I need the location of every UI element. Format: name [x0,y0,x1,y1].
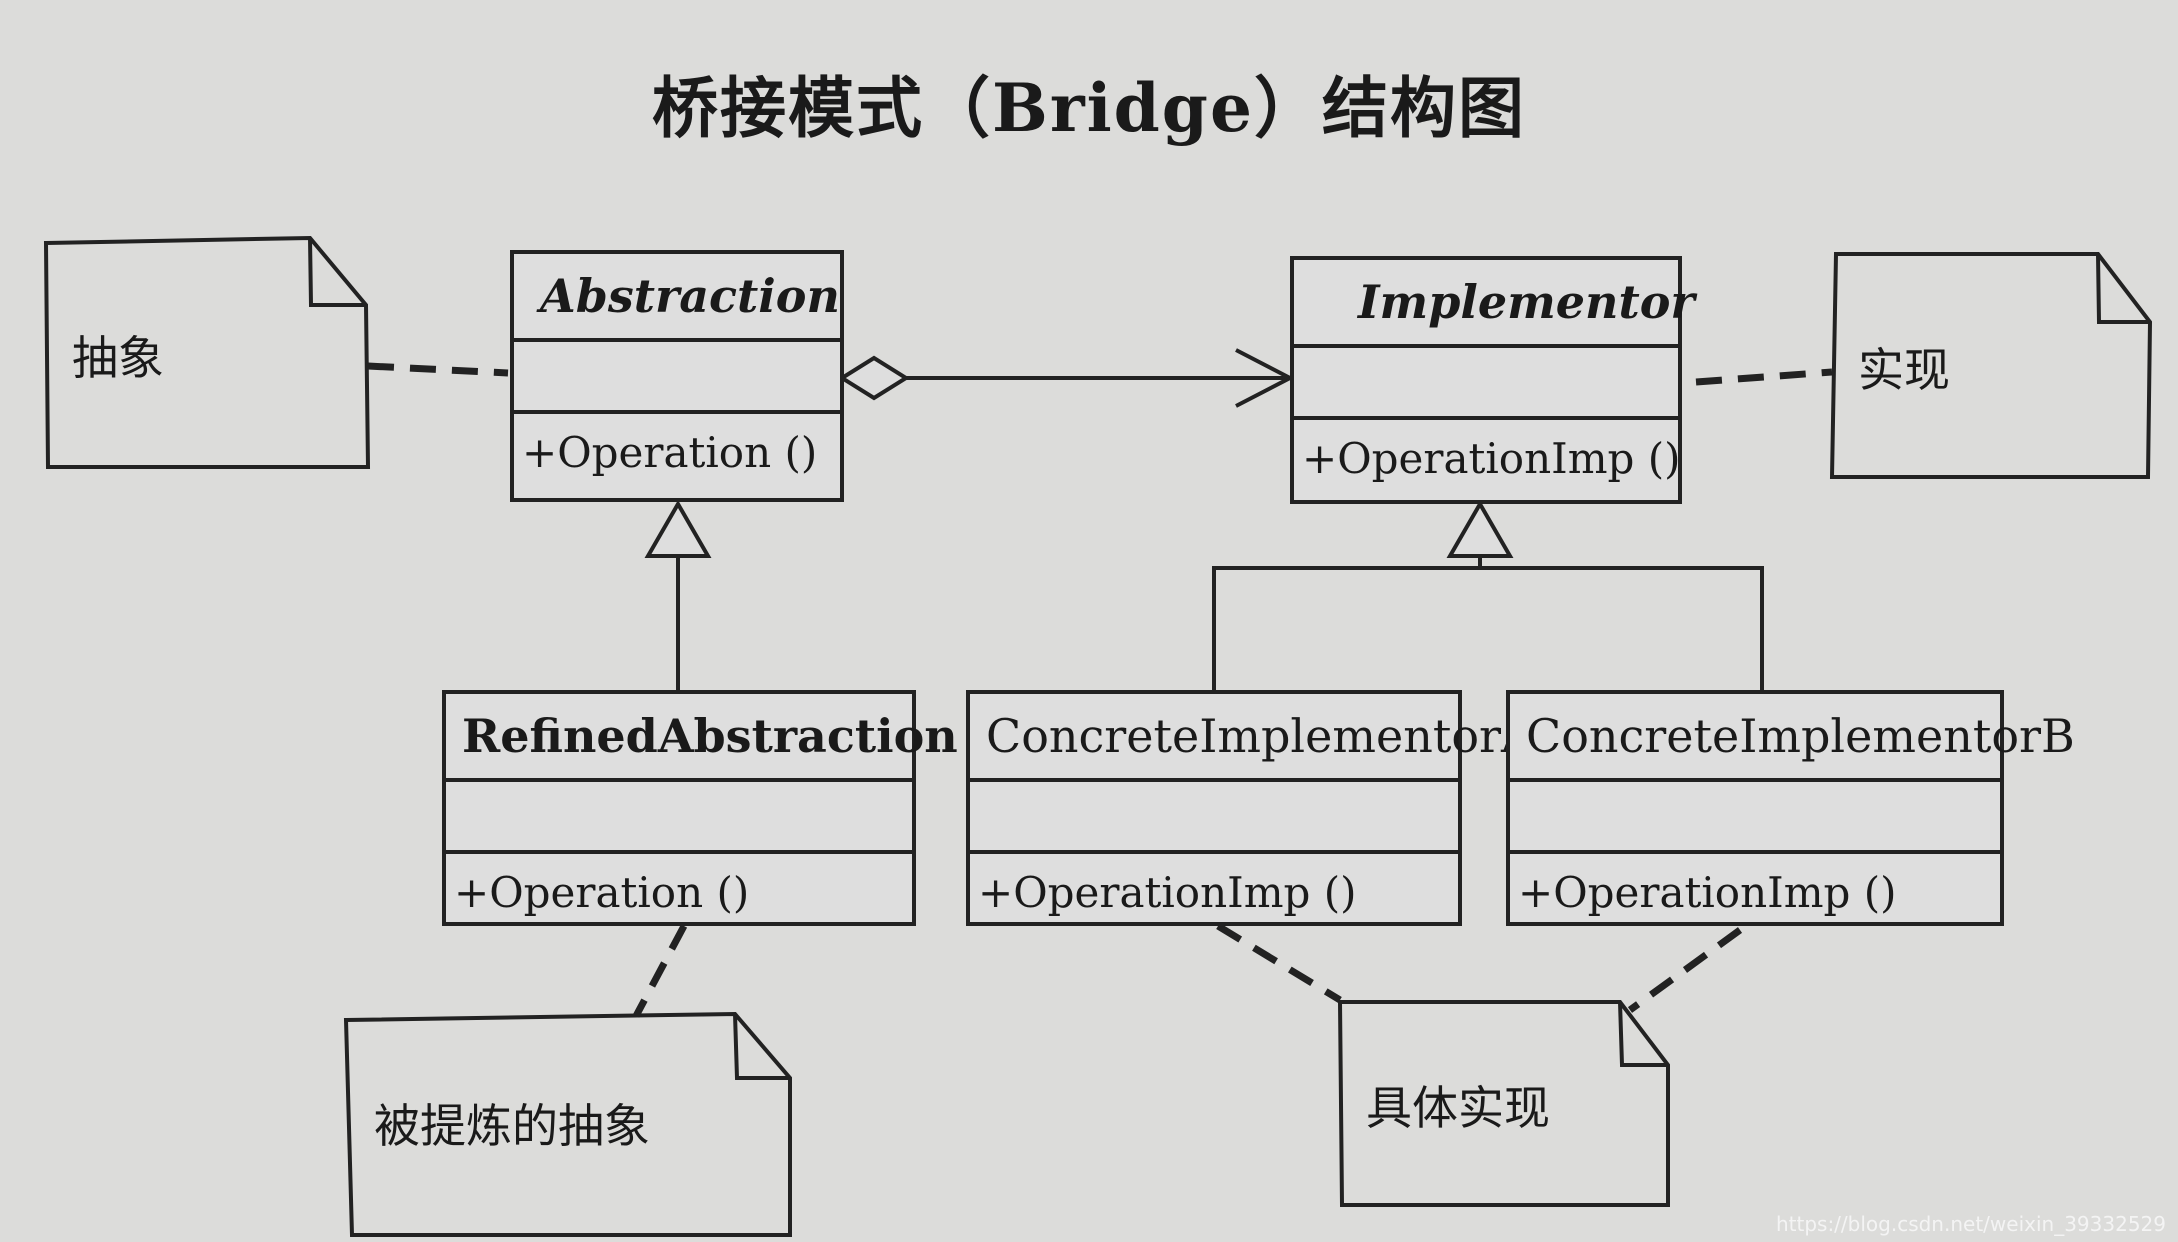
class-attributes [970,782,1458,854]
generalization-triangle-icon-right [1446,499,1514,558]
note-anchor-implementation [1695,368,1833,386]
note-implementation: 实现 [1858,343,1950,397]
note-shape-concrete [1337,1000,1670,1207]
note-shape-implementation [1829,252,2153,479]
note-shape-abstraction [43,235,371,469]
class-attributes [1510,782,2000,854]
class-name: Abstraction [514,254,840,342]
class-name: ConcreteImplementorB [1510,694,2075,782]
class-name: ConcreteImplementorA [970,694,1534,782]
class-operation: +OperationImp () [978,868,1357,917]
note-anchor-concrete-b [1627,927,1743,1013]
generalization-triangle-icon-left [644,499,712,558]
class-refined-abstraction: RefinedAbstraction +Operation () [442,690,958,926]
generalization-line-impl-branch [1212,566,1764,690]
class-operation: +Operation () [454,868,750,917]
class-attributes [514,342,840,414]
class-operation: +OperationImp () [1302,434,1681,483]
class-operation: +OperationImp () [1518,868,1897,917]
note-shape-refined [343,1011,792,1237]
note-concrete-implementation: 具体实现 [1366,1081,1550,1135]
note-anchor-concrete-a [1216,923,1342,1003]
note-anchor-refined [632,924,688,1018]
diagram-title: 桥接模式（Bridge）结构图 [652,69,1526,147]
watermark: https://blog.csdn.net/weixin_39332529 [1775,1212,2166,1236]
class-abstraction: Abstraction +Operation () [510,250,844,502]
class-name: RefinedAbstraction [446,694,958,782]
class-name: Implementor [1294,260,1695,348]
class-attributes [446,782,912,854]
note-anchor-abstraction [367,362,509,377]
class-operation: +Operation () [522,428,818,477]
class-concrete-implementor-b: ConcreteImplementorB +OperationImp () [1506,690,2075,926]
note-abstraction: 抽象 [72,331,164,385]
class-implementor: Implementor +OperationImp () [1290,256,1695,504]
class-attributes [1294,348,1678,420]
aggregation-diamond-icon [838,355,910,401]
note-refined-abstraction: 被提炼的抽象 [374,1099,650,1153]
class-concrete-implementor-a: ConcreteImplementorA +OperationImp () [966,690,1534,926]
